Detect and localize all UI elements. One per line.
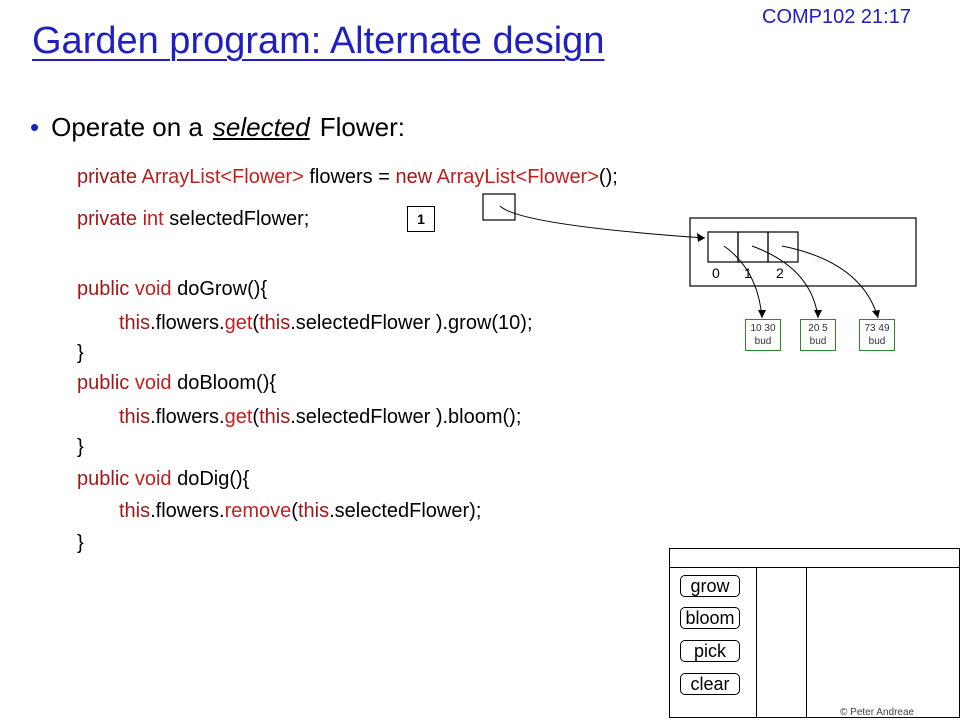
bloom-button[interactable]: bloom xyxy=(680,607,740,629)
code-line-dogrow: public void doGrow(){ xyxy=(77,278,267,301)
flower-object-2: 73 49 bud xyxy=(859,319,895,351)
keyword: private xyxy=(77,166,138,188)
clear-button[interactable]: clear xyxy=(680,673,740,695)
type-name: void xyxy=(134,372,172,394)
method-name: get xyxy=(224,406,253,428)
code-text: ( xyxy=(252,312,260,334)
keyword: this xyxy=(259,406,291,428)
code-text: doGrow(){ xyxy=(177,278,268,300)
code-line-dobloom: public void doBloom(){ xyxy=(77,372,276,395)
keyword: this xyxy=(259,312,291,334)
arraylist-object xyxy=(689,217,917,287)
selected-index-value: 1 xyxy=(407,206,435,232)
array-index-2: 2 xyxy=(776,265,784,281)
code-text: .flowers. xyxy=(150,406,225,428)
code-line-close: } xyxy=(77,342,84,364)
keyword: new xyxy=(395,166,433,188)
arrowhead-icon xyxy=(814,310,822,318)
type-name: void xyxy=(134,468,172,490)
course-label: COMP102 21:17 xyxy=(762,6,911,28)
code-text: doBloom(){ xyxy=(177,372,277,394)
array-cell-2 xyxy=(767,231,799,263)
element-pointer-2 xyxy=(781,245,879,319)
code-line-bloom-body: this.flowers.get(this.selectedFlower ).b… xyxy=(119,406,521,429)
bullet-emphasis: selected xyxy=(212,112,310,142)
flower-coords: 20 5 xyxy=(808,323,828,334)
type-name: void xyxy=(134,278,172,300)
slide-title: Garden program: Alternate design xyxy=(32,20,605,62)
flowers-reference-arrow xyxy=(499,205,706,239)
code-text: .selectedFlower ).bloom(); xyxy=(290,406,522,428)
code-text: .flowers. xyxy=(150,312,225,334)
type-name: ArrayList<Flower> xyxy=(436,166,599,188)
code-text: ( xyxy=(252,406,260,428)
code-line-dodig: public void doDig(){ xyxy=(77,468,249,491)
bullet-suffix: Flower: xyxy=(319,112,405,142)
code-line-grow-body: this.flowers.get(this.selectedFlower ).g… xyxy=(119,312,533,335)
garden-gui-window: grow bloom pick clear xyxy=(669,548,960,718)
array-cell-0 xyxy=(707,231,739,263)
code-line-close: } xyxy=(77,436,84,458)
flower-coords: 73 49 xyxy=(864,323,890,334)
flower-state: bud xyxy=(868,336,886,347)
element-pointer-1 xyxy=(751,245,819,319)
array-index-0: 0 xyxy=(712,265,720,281)
code-line-close: } xyxy=(77,532,84,554)
keyword: this xyxy=(119,406,151,428)
keyword: public xyxy=(77,468,130,490)
code-line-flowers: private ArrayList<Flower> flowers = new … xyxy=(77,166,618,189)
grow-button[interactable]: grow xyxy=(680,575,740,597)
flowers-variable-box xyxy=(482,193,516,221)
code-text: doDig(){ xyxy=(177,468,250,490)
code-line-dig-body: this.flowers.remove(this.selectedFlower)… xyxy=(119,500,481,523)
keyword: this xyxy=(119,500,151,522)
method-name: get xyxy=(224,312,253,334)
keyword: public xyxy=(77,278,130,300)
gui-title-bar xyxy=(670,549,959,568)
method-name: remove xyxy=(224,500,292,522)
type-name: int xyxy=(142,208,164,230)
code-text: selectedFlower; xyxy=(163,208,310,230)
flower-object-0: 10 30 bud xyxy=(745,319,781,351)
keyword: public xyxy=(77,372,130,394)
flower-state: bud xyxy=(809,336,827,347)
gui-divider xyxy=(806,567,807,717)
keyword: private xyxy=(77,208,138,230)
keyword: this xyxy=(297,500,330,522)
arrowhead-icon xyxy=(872,310,880,318)
array-index-1: 1 xyxy=(744,265,752,281)
bullet-point: • Operate on a selected Flower: xyxy=(30,112,405,143)
arrowhead-icon xyxy=(697,233,705,242)
copyright-footer: © Peter Andreae xyxy=(840,707,915,718)
code-text: flowers = xyxy=(303,166,396,188)
pick-button[interactable]: pick xyxy=(680,640,740,662)
element-pointer-0 xyxy=(723,245,763,319)
keyword: this xyxy=(119,312,151,334)
flower-coords: 10 30 xyxy=(750,323,776,334)
code-text: ( xyxy=(291,500,298,522)
flower-state: bud xyxy=(754,336,772,347)
arrowhead-icon xyxy=(758,310,766,318)
type-name: ArrayList<Flower> xyxy=(141,166,304,188)
gui-divider xyxy=(756,567,757,717)
code-text: .selectedFlower ).grow(10); xyxy=(290,312,533,334)
array-cell-1 xyxy=(737,231,769,263)
bullet-prefix: Operate on a xyxy=(51,112,203,142)
code-line-selected: private int selectedFlower; xyxy=(77,208,309,231)
code-text: .flowers. xyxy=(150,500,225,522)
flower-object-1: 20 5 bud xyxy=(800,319,836,351)
bullet-dot-icon: • xyxy=(30,112,40,142)
code-text: (); xyxy=(598,166,618,188)
code-text: .selectedFlower); xyxy=(329,500,482,522)
